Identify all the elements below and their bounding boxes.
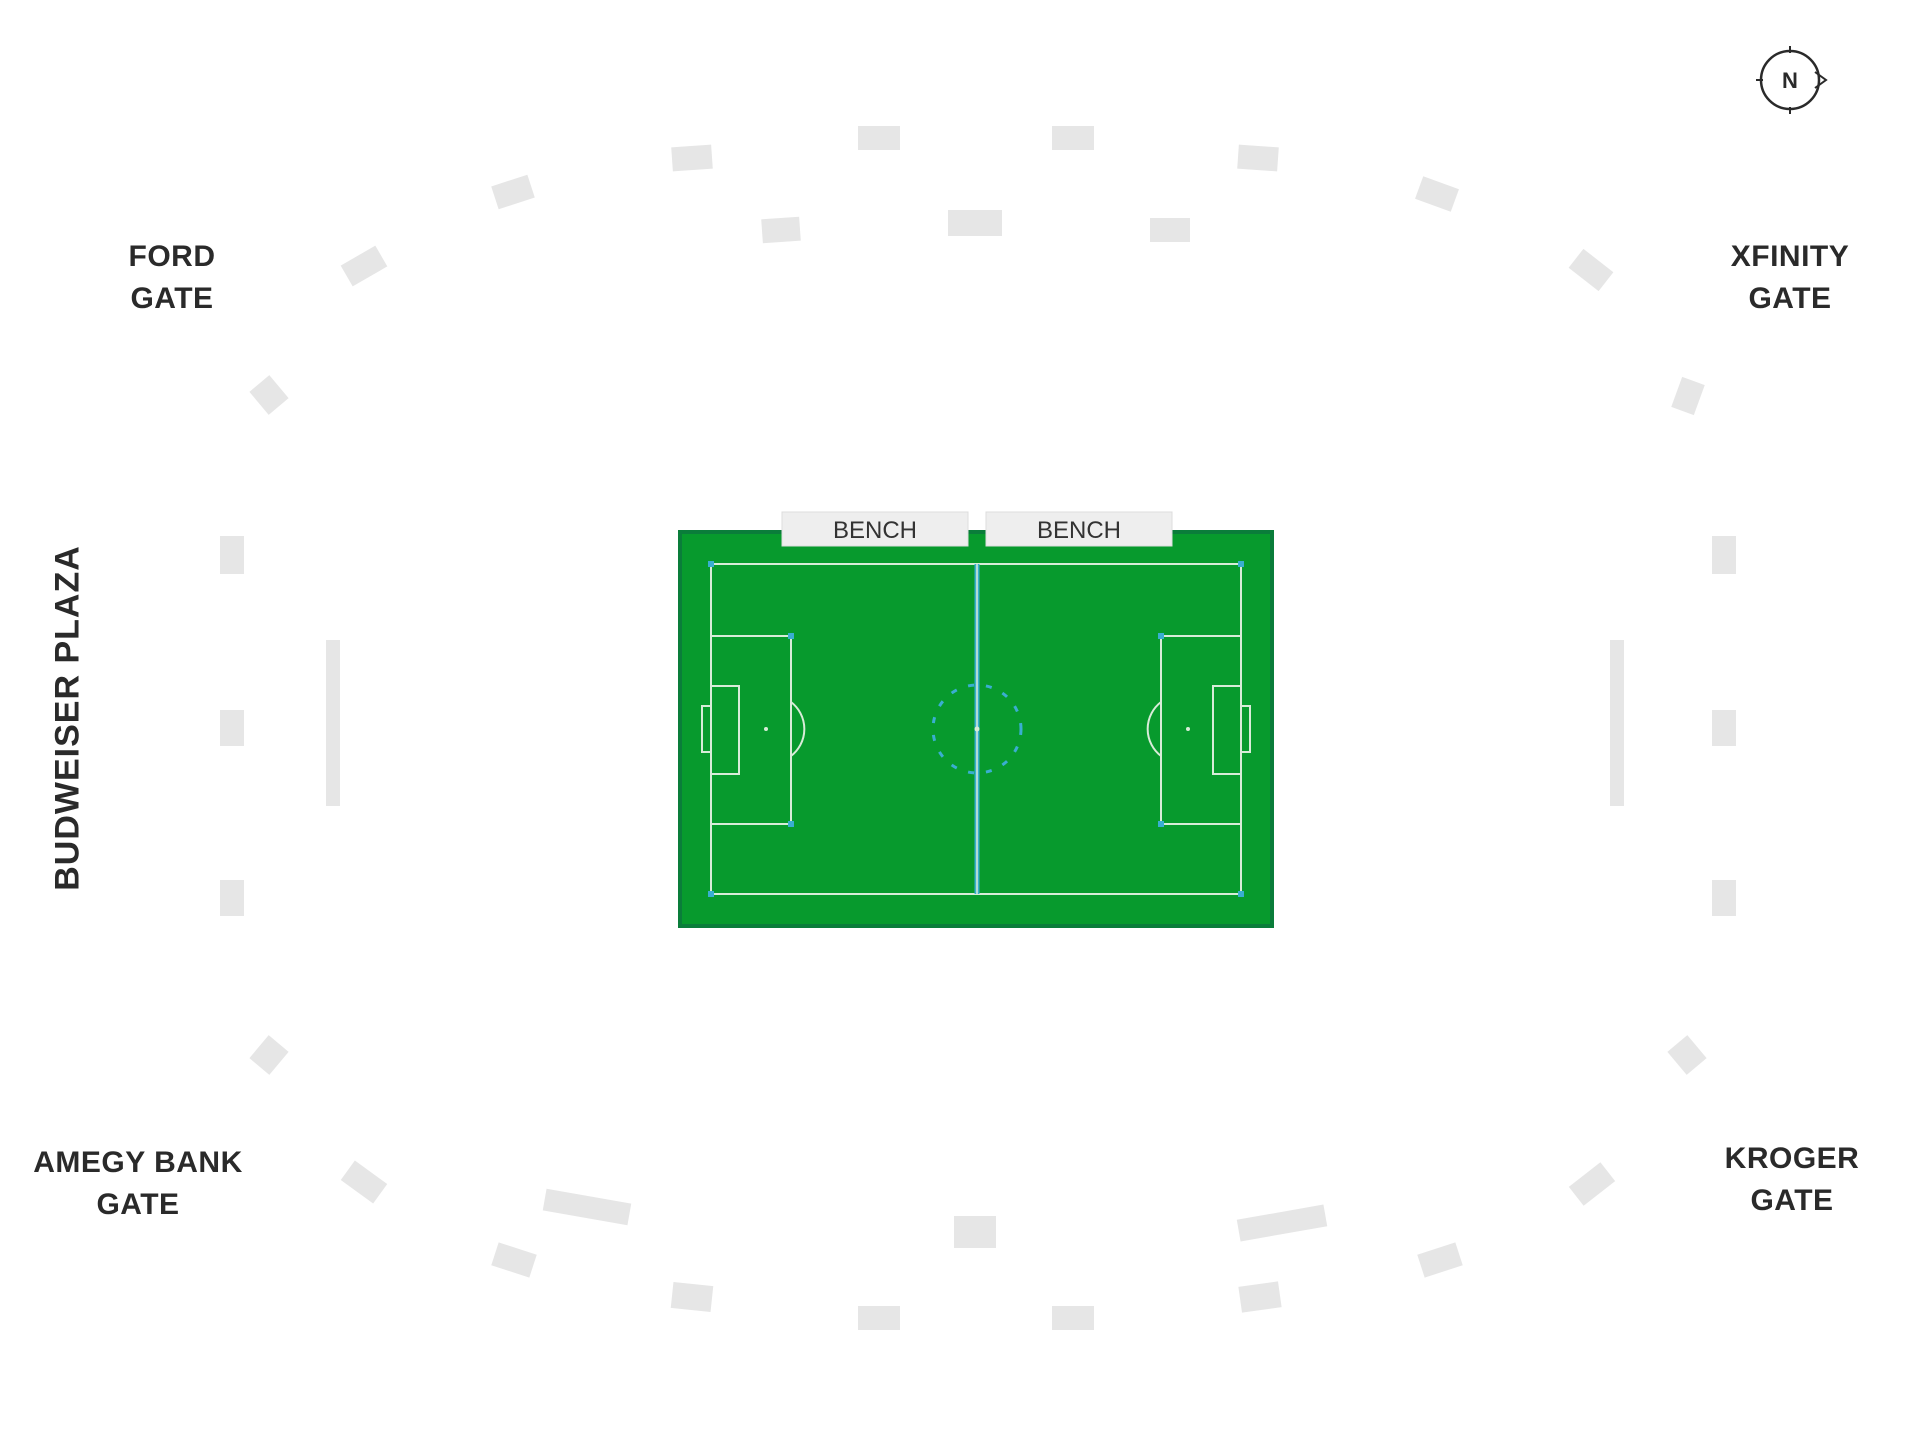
- seat-section[interactable]: [1052, 1306, 1094, 1330]
- seating-sections: [220, 126, 1736, 1330]
- kroger-gate-line1: KROGER: [1724, 1142, 1860, 1175]
- budweiser-plaza-label[interactable]: BUDWEISER PLAZA: [48, 545, 87, 891]
- seat-section[interactable]: [858, 126, 900, 150]
- bench-left-label: BENCH: [833, 517, 917, 544]
- bench-left[interactable]: BENCH: [781, 511, 969, 547]
- seat-section[interactable]: [340, 1160, 388, 1204]
- kroger-gate-label[interactable]: KROGER GATE: [1712, 1138, 1872, 1222]
- seat-section[interactable]: [1236, 1204, 1328, 1242]
- seat-section[interactable]: [1238, 1281, 1282, 1313]
- seat-section[interactable]: [1568, 248, 1614, 292]
- soccer-pitch: [678, 530, 1274, 928]
- xfinity-gate-line2: GATE: [1748, 282, 1832, 315]
- ford-gate-line1: FORD: [128, 240, 216, 273]
- kroger-gate-line2: GATE: [1750, 1184, 1834, 1217]
- seat-section[interactable]: [671, 144, 713, 172]
- bench-right-label: BENCH: [1037, 517, 1121, 544]
- seat-section[interactable]: [1150, 218, 1190, 242]
- seat-section[interactable]: [1052, 126, 1094, 150]
- seat-section[interactable]: [326, 640, 340, 806]
- amegy-bank-gate-label[interactable]: AMEGY BANK GATE: [22, 1142, 254, 1226]
- seat-section[interactable]: [1667, 1035, 1707, 1075]
- seat-section[interactable]: [1712, 536, 1736, 574]
- compass-icon: N: [1756, 46, 1828, 114]
- xfinity-gate-line1: XFINITY: [1730, 240, 1850, 273]
- seat-section[interactable]: [670, 1281, 714, 1313]
- bench-right[interactable]: BENCH: [985, 511, 1173, 547]
- seat-section[interactable]: [220, 710, 244, 746]
- seat-section[interactable]: [1671, 376, 1705, 416]
- seat-section[interactable]: [954, 1216, 996, 1248]
- seat-section[interactable]: [1568, 1162, 1616, 1206]
- seat-section[interactable]: [491, 1242, 537, 1278]
- seat-section[interactable]: [1415, 176, 1459, 212]
- seat-section[interactable]: [761, 216, 801, 244]
- seat-section[interactable]: [1237, 144, 1279, 172]
- ford-gate-line2: GATE: [130, 282, 214, 315]
- compass-label: N: [1782, 68, 1798, 93]
- amegy-gate-line1: AMEGY BANK: [33, 1146, 243, 1179]
- seat-section[interactable]: [1610, 640, 1624, 806]
- seat-section[interactable]: [1417, 1242, 1463, 1278]
- seat-section[interactable]: [220, 880, 244, 916]
- seat-section[interactable]: [249, 1035, 289, 1075]
- seat-section[interactable]: [340, 245, 388, 287]
- seat-section[interactable]: [948, 210, 1002, 236]
- seat-section[interactable]: [1712, 880, 1736, 916]
- seat-section[interactable]: [858, 1306, 900, 1330]
- seat-section[interactable]: [1712, 710, 1736, 746]
- amegy-gate-line2: GATE: [96, 1188, 180, 1221]
- seat-section[interactable]: [542, 1188, 632, 1226]
- seat-section[interactable]: [220, 536, 244, 574]
- seat-section[interactable]: [491, 174, 535, 210]
- xfinity-gate-label[interactable]: XFINITY GATE: [1710, 236, 1870, 320]
- ford-gate-label[interactable]: FORD GATE: [112, 236, 232, 320]
- seat-section[interactable]: [249, 375, 289, 415]
